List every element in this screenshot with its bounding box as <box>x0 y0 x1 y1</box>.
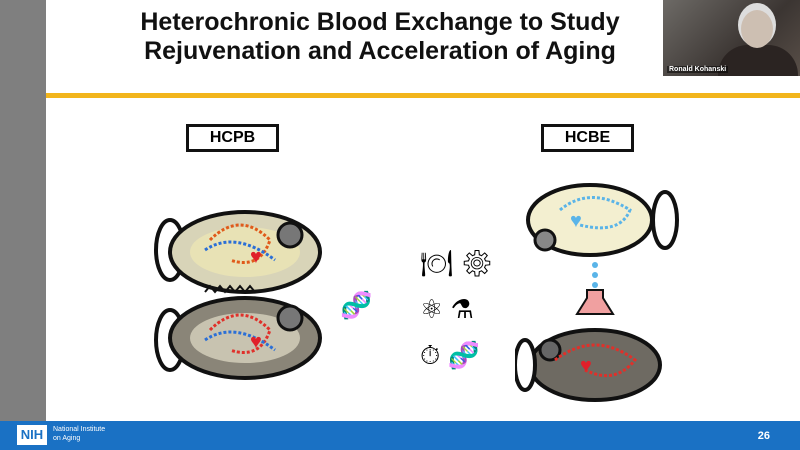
flask-icon: ⚗ <box>450 294 474 324</box>
hcpb-mice-illustration: ♥ ♥ <box>154 210 322 380</box>
webcam-video[interactable]: Ronald Kohanski <box>663 0 800 76</box>
page-number: 26 <box>757 430 770 442</box>
org-line-1: National Institute <box>53 426 106 433</box>
plate-fork-knife-icon: 🍽 <box>420 248 454 278</box>
hcbe-mice-illustration: ♥ ♥ <box>515 183 679 402</box>
title-divider <box>46 93 800 98</box>
svg-text:♥: ♥ <box>250 246 262 268</box>
left-sidebar <box>0 0 46 421</box>
svg-text:♥: ♥ <box>580 355 592 377</box>
stopwatch-icon: ⏱ <box>420 340 441 370</box>
dna-icon: 🧬 <box>340 290 373 320</box>
title-line-2: Rejuvenation and Acceleration of Aging <box>144 37 616 65</box>
title-line-1: Heterochronic Blood Exchange to Study <box>140 8 620 36</box>
hcpb-label: HCPB <box>186 124 279 152</box>
org-name: National Institute on Aging <box>53 425 105 443</box>
org-line-2: on Aging <box>53 435 81 442</box>
nih-logo: NIH <box>17 425 47 445</box>
factor-icons: 🍽 ⚙ ⚛ ⚗ ⏱ 🧬 <box>420 240 510 378</box>
atom-icon: ⚛ <box>420 294 444 324</box>
exercise-wheel-icon: ⚙ <box>460 248 494 278</box>
footer-bar <box>0 421 800 450</box>
hcbe-label: HCBE <box>541 124 634 152</box>
svg-text:♥: ♥ <box>570 210 582 232</box>
participant-name: Ronald Kohanski <box>667 66 729 73</box>
dna-icon: 🧬 <box>447 340 480 370</box>
svg-text:♥: ♥ <box>250 331 262 353</box>
